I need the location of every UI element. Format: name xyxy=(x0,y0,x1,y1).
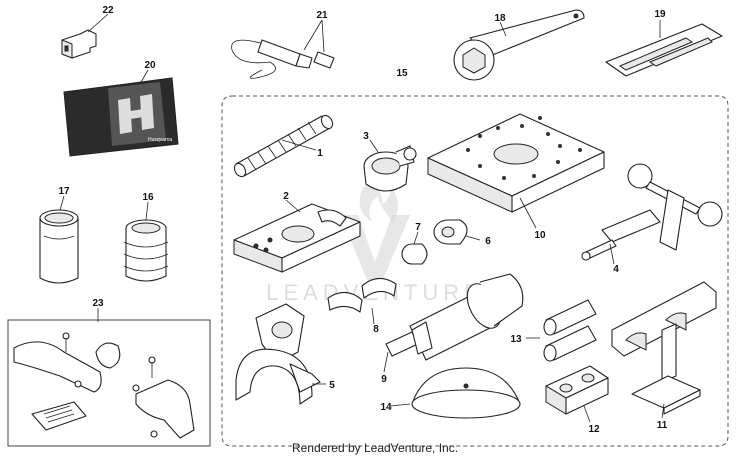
part-6-roller xyxy=(433,219,468,245)
callout-12: 12 xyxy=(588,424,600,435)
part-14-dome-cover xyxy=(411,367,521,419)
kit-boundary-box xyxy=(221,95,729,447)
part-13-tube-pair xyxy=(543,299,597,362)
part-22-connector xyxy=(61,29,97,59)
callout-8: 8 xyxy=(373,324,379,335)
callout-3: 3 xyxy=(363,131,369,142)
bracket-kit-box xyxy=(7,319,211,447)
manual-brand-mark: Husqvarna xyxy=(148,137,172,143)
part-8-half-shells xyxy=(327,277,397,313)
callout-labels: 22 21 18 19 20 15 3 1 17 16 2 7 6 10 4 2… xyxy=(58,5,667,435)
callout-20: 20 xyxy=(144,60,156,71)
callout-4: 4 xyxy=(613,264,619,275)
callout-11: 11 xyxy=(657,420,668,431)
part-12-holder-block xyxy=(545,365,609,415)
part-18-spanner-wrench xyxy=(453,9,585,81)
callout-19: 19 xyxy=(654,9,666,20)
part-10-base-plate xyxy=(427,113,605,213)
part-21-usb-drive xyxy=(231,39,335,79)
render-credit-footer: Rendered by LeadVenture, Inc. xyxy=(291,441,459,455)
callout-7: 7 xyxy=(415,222,421,233)
part-7-bushing xyxy=(401,243,428,265)
callout-22: 22 xyxy=(102,5,114,16)
part-2-alignment-block xyxy=(233,203,361,273)
callout-2: 2 xyxy=(283,191,289,202)
callout-15: 15 xyxy=(396,68,408,79)
callout-14: 14 xyxy=(380,402,392,413)
callout-16: 16 xyxy=(142,192,154,203)
part-11-stand-fixture xyxy=(611,281,717,415)
part-16-bellows xyxy=(123,219,169,282)
part-3-puller-cup xyxy=(363,145,417,192)
callout-9: 9 xyxy=(381,374,387,385)
part-5-crank-tool xyxy=(235,303,321,405)
callout-17: 17 xyxy=(58,186,70,197)
part-20-manual: Husqvarna xyxy=(63,77,179,157)
callout-10: 10 xyxy=(534,230,546,241)
part-1-threaded-rod xyxy=(233,114,334,178)
part-23-bracket-set xyxy=(13,332,195,439)
callout-18: 18 xyxy=(494,13,506,24)
part-19-slotted-plate xyxy=(605,23,723,77)
part-9-bearing-puller xyxy=(385,273,524,361)
part-17-sleeve xyxy=(39,209,79,284)
callout-21: 21 xyxy=(316,10,328,21)
part-4-t-handle-tool xyxy=(581,163,723,261)
callout-13: 13 xyxy=(510,334,522,345)
callout-5: 5 xyxy=(329,380,335,391)
callout-23: 23 xyxy=(92,298,104,309)
callout-1: 1 xyxy=(317,148,323,159)
callout-6: 6 xyxy=(485,236,491,247)
